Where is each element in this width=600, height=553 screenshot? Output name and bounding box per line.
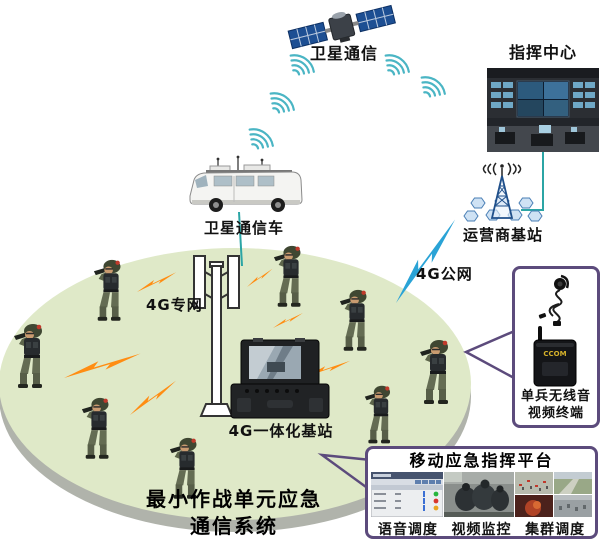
command-to-carrier-line: [521, 152, 544, 211]
satellite-icon: [287, 4, 396, 50]
base-station-case-icon: [230, 338, 330, 419]
platform-captions: 语音调度 视频监控 集群调度: [371, 519, 592, 539]
signal-wave-icons: [248, 51, 446, 151]
platform-thumbnails: [371, 472, 592, 517]
satellite-van-label: 卫星通信车: [203, 219, 284, 237]
caption-voice-dispatch: 语音调度: [377, 522, 438, 538]
terminal-box: CCOM 单兵无线音 视频终端: [512, 266, 600, 428]
handheld-radio-icon: CCOM: [533, 326, 577, 387]
public-network-label: 4G公网: [416, 265, 473, 283]
carrier-station-label: 运营商基站: [462, 226, 543, 244]
command-center-label: 指挥中心: [508, 43, 577, 62]
caption-video-monitor: 视频监控: [451, 522, 512, 538]
caption-trunking-dispatch: 集群调度: [525, 522, 586, 538]
platform-box: 移动应急指挥平台: [365, 446, 598, 539]
trunking-dispatch-grid: [515, 472, 592, 517]
van-to-antenna-line: [238, 211, 243, 267]
platform-title: 移动应急指挥平台: [409, 451, 554, 470]
satellite-comm-label: 卫星通信: [309, 44, 378, 63]
system-title-line2: 通信系统: [190, 514, 278, 538]
radio-logo-text: CCOM: [543, 350, 566, 358]
voice-dispatch-screenshot: [371, 472, 443, 517]
terminal-label-line2: 视频终端: [527, 406, 584, 421]
base-station-label: 4G一体化基站: [228, 422, 334, 440]
command-center-photo: [487, 68, 599, 152]
video-monitor-photo: [444, 472, 514, 517]
carrier-station-icon: [463, 162, 543, 222]
system-title: 最小作战单元应急 通信系统: [108, 486, 360, 540]
private-network-label: 4G专网: [146, 296, 203, 314]
system-title-line1: 最小作战单元应急: [146, 487, 322, 511]
terminal-label-line1: 单兵无线音: [520, 389, 591, 404]
satellite-van-icon: [189, 155, 303, 212]
headset-icon: [538, 274, 569, 326]
